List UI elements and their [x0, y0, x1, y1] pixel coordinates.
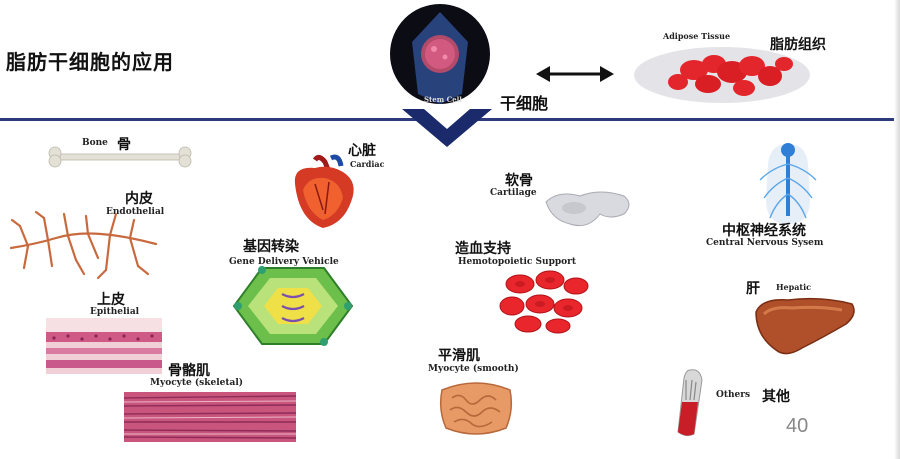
- hemo-label: 造血支持: [455, 241, 511, 257]
- gene-label: 基因转染: [243, 239, 299, 255]
- bone-en-label: Bone: [82, 138, 108, 148]
- adipose-label: 脂肪组织: [770, 37, 826, 53]
- stem-cell-label: 干细胞: [500, 94, 549, 113]
- smooth-label: 平滑肌: [438, 348, 480, 364]
- cns-label: 中枢神经系统: [722, 223, 806, 239]
- bone-icon: [48, 146, 192, 168]
- liver-image: [755, 297, 855, 355]
- skeletal-muscle-image: [124, 392, 296, 442]
- adipose-tissue-image: [634, 47, 810, 103]
- epithelial-image: [46, 318, 162, 374]
- stem-cell-image: [390, 4, 490, 104]
- others-image: [677, 369, 703, 437]
- endothelial-en-label: Endothelial: [106, 207, 165, 217]
- epithelial-label: 上皮: [97, 292, 125, 308]
- cartilage-en-label: Cartilage: [490, 188, 537, 198]
- hepatic-label: 肝: [746, 281, 760, 297]
- hepatic-en-label: Hepatic: [776, 282, 812, 292]
- adipose-en-label: Adipose Tissue: [663, 31, 731, 41]
- slide-title: 脂肪干细胞的应用: [6, 50, 174, 74]
- gene-en-label: Gene Delivery Vehicle: [229, 257, 339, 267]
- down-arrow-icon: [402, 109, 492, 147]
- cardiac-label: 心脏: [348, 143, 376, 159]
- cartilage-label: 软骨: [505, 173, 533, 189]
- red-blood-cells-image: [499, 270, 589, 334]
- epithelial-en-label: Epithelial: [90, 307, 140, 317]
- smooth-en-label: Myocyte (smooth): [428, 364, 519, 374]
- endothelial-image: [9, 210, 158, 280]
- heart-image: [294, 154, 354, 228]
- others-label: 其他: [762, 389, 790, 405]
- stem-cell-en-label: Stem Cell: [424, 95, 462, 104]
- page-number: 40: [786, 415, 809, 437]
- endothelial-label: 内皮: [125, 191, 153, 207]
- others-en-label: Others: [716, 390, 751, 400]
- nervous-system-image: [759, 143, 817, 224]
- cardiac-en-label: Cardiac: [350, 159, 385, 169]
- skeletal-en-label: Myocyte (skeletal): [150, 378, 244, 388]
- edge-shadow: [894, 0, 900, 459]
- gene-vehicle-image: [232, 266, 354, 346]
- hemo-en-label: Hemotopoietic Support: [458, 257, 577, 267]
- intestine-image: [439, 382, 513, 435]
- bone-label: 骨: [117, 137, 131, 153]
- skeletal-label: 骨骼肌: [168, 363, 210, 379]
- cns-en-label: Central Nervous Sysem: [706, 238, 824, 248]
- cartilage-image: [545, 191, 630, 227]
- double-arrow-icon: [536, 66, 614, 82]
